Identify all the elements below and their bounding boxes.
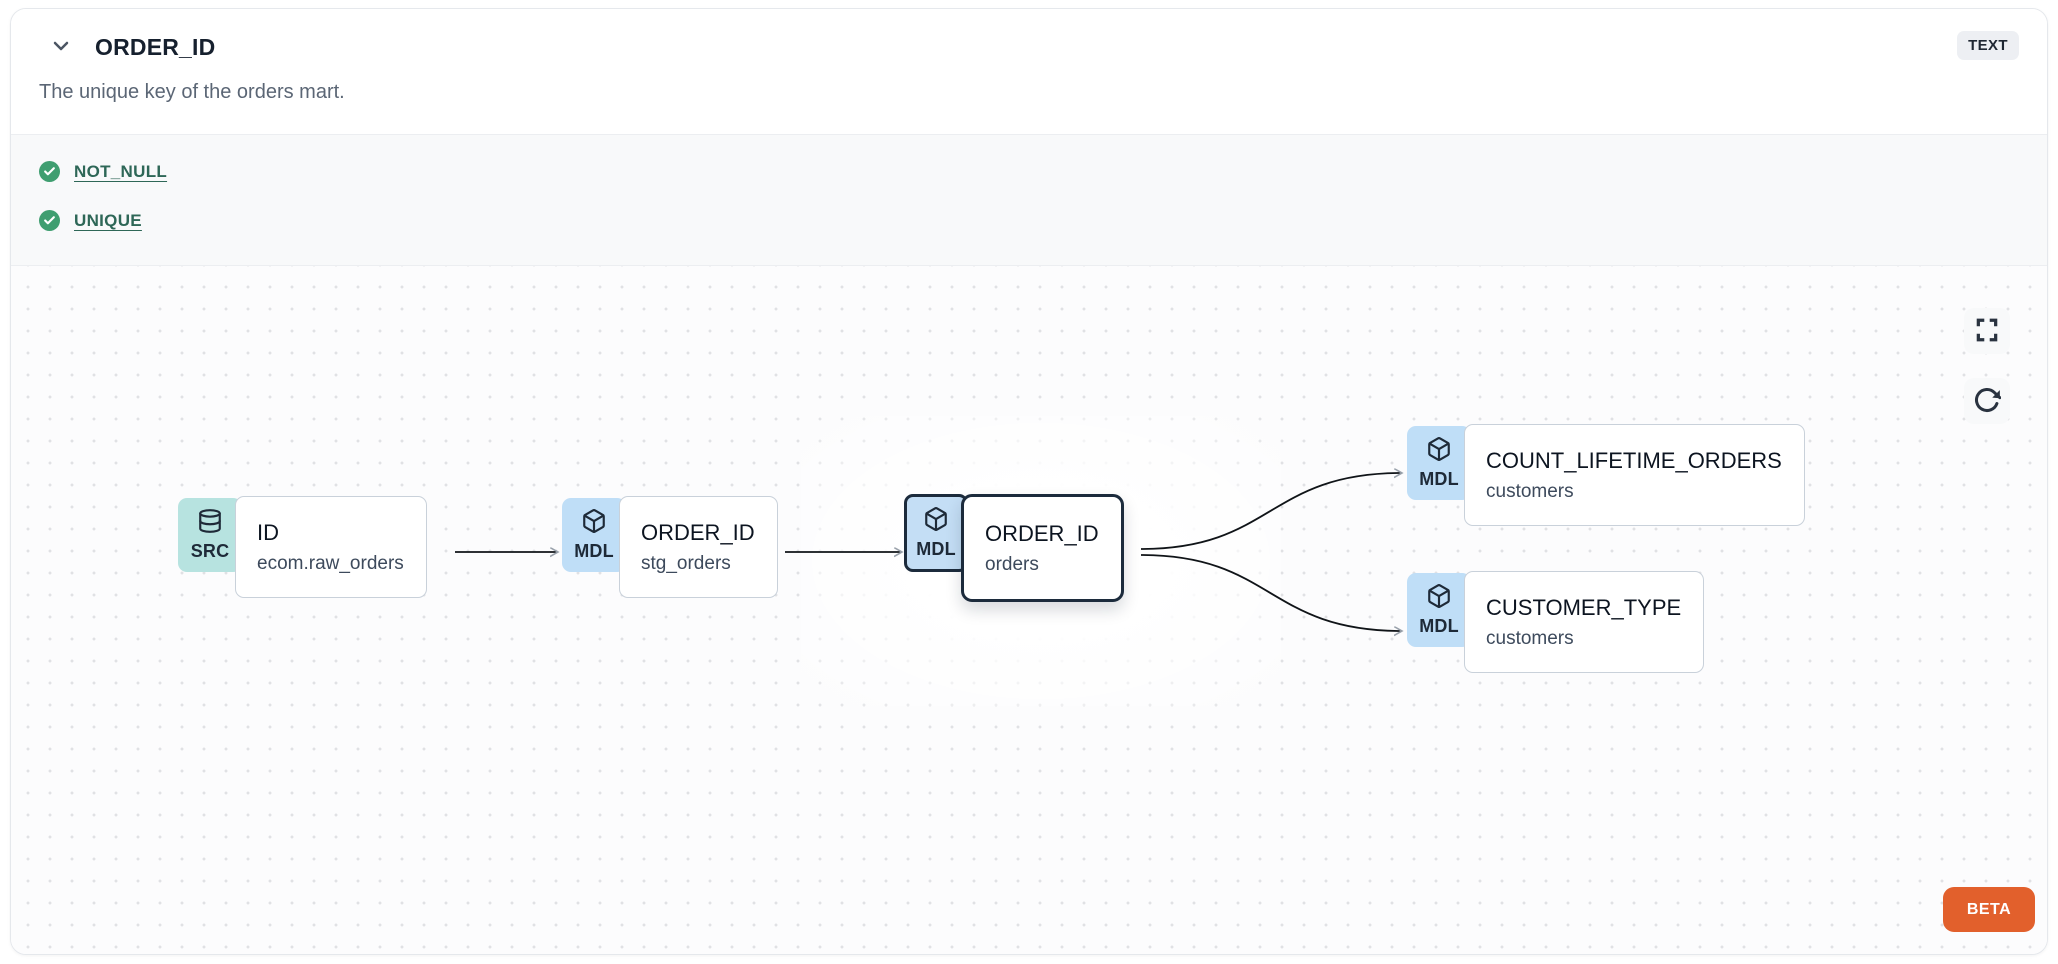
node-badge-label: MDL — [1419, 469, 1459, 489]
test-link-unique[interactable]: UNIQUE — [74, 210, 142, 230]
node-subtitle: stg_orders — [641, 553, 731, 574]
node-card: ORDER_ID stg_orders — [619, 496, 778, 598]
cube-icon — [923, 506, 949, 537]
collapse-toggle-button[interactable] — [47, 33, 75, 61]
fullscreen-icon — [1974, 317, 2000, 346]
refresh-button[interactable] — [1964, 378, 2010, 424]
node-subtitle: customers — [1486, 481, 1574, 502]
refresh-icon — [1973, 386, 2002, 417]
node-title: ID — [257, 520, 279, 545]
node-card: CUSTOMER_TYPE customers — [1464, 571, 1705, 673]
database-icon — [197, 508, 223, 539]
test-row: UNIQUE — [39, 210, 2019, 231]
column-description: The unique key of the orders mart. — [39, 81, 345, 103]
node-subtitle: ecom.raw_orders — [257, 553, 404, 574]
fullscreen-button[interactable] — [1964, 308, 2010, 354]
column-title: ORDER_ID — [95, 33, 216, 60]
node-title: ORDER_ID — [641, 520, 755, 545]
node-type-badge: MDL — [562, 498, 626, 572]
node-title: COUNT_LIFETIME_ORDERS — [1486, 448, 1782, 473]
node-subtitle: orders — [985, 554, 1039, 575]
node-badge-label: MDL — [1419, 616, 1459, 636]
lineage-canvas[interactable]: SRC ID ecom.raw_orders MDL ORDER_ID stg_… — [11, 266, 2047, 954]
node-type-badge: MDL — [1407, 573, 1471, 647]
cube-icon — [1426, 583, 1452, 614]
node-card: ID ecom.raw_orders — [235, 496, 427, 598]
node-type-badge: SRC — [178, 498, 242, 572]
lineage-node-count-lifetime-orders[interactable]: MDL COUNT_LIFETIME_ORDERS customers — [1407, 424, 1805, 526]
tests-section: NOT_NULL UNIQUE — [11, 134, 2047, 266]
column-details-panel: ORDER_ID The unique key of the orders ma… — [10, 8, 2048, 955]
node-subtitle: customers — [1486, 628, 1574, 649]
node-badge-label: SRC — [190, 541, 230, 561]
beta-badge: BETA — [1943, 887, 2035, 932]
cube-icon — [581, 508, 607, 539]
test-pass-check-icon — [39, 161, 60, 182]
chevron-down-icon — [49, 34, 73, 61]
test-pass-check-icon — [39, 210, 60, 231]
test-row: NOT_NULL — [39, 161, 2019, 182]
node-card: COUNT_LIFETIME_ORDERS customers — [1464, 424, 1805, 526]
lineage-node-customer-type[interactable]: MDL CUSTOMER_TYPE customers — [1407, 571, 1705, 673]
data-type-badge: TEXT — [1957, 31, 2019, 60]
node-title: CUSTOMER_TYPE — [1486, 595, 1682, 620]
node-badge-label: MDL — [574, 541, 614, 561]
lineage-edges — [455, 266, 2047, 954]
header: ORDER_ID The unique key of the orders ma… — [11, 9, 2047, 134]
node-card: ORDER_ID orders — [961, 494, 1124, 602]
node-badge-label: MDL — [916, 539, 956, 559]
node-type-badge: MDL — [1407, 426, 1471, 500]
node-type-badge: MDL — [904, 494, 968, 572]
lineage-node-source-id[interactable]: SRC ID ecom.raw_orders — [178, 496, 427, 598]
cube-icon — [1426, 436, 1452, 467]
lineage-node-orders-selected[interactable]: MDL ORDER_ID orders — [904, 494, 1124, 602]
node-title: ORDER_ID — [985, 521, 1099, 546]
test-link-not-null[interactable]: NOT_NULL — [74, 161, 168, 181]
lineage-node-stg-orders[interactable]: MDL ORDER_ID stg_orders — [562, 496, 778, 598]
